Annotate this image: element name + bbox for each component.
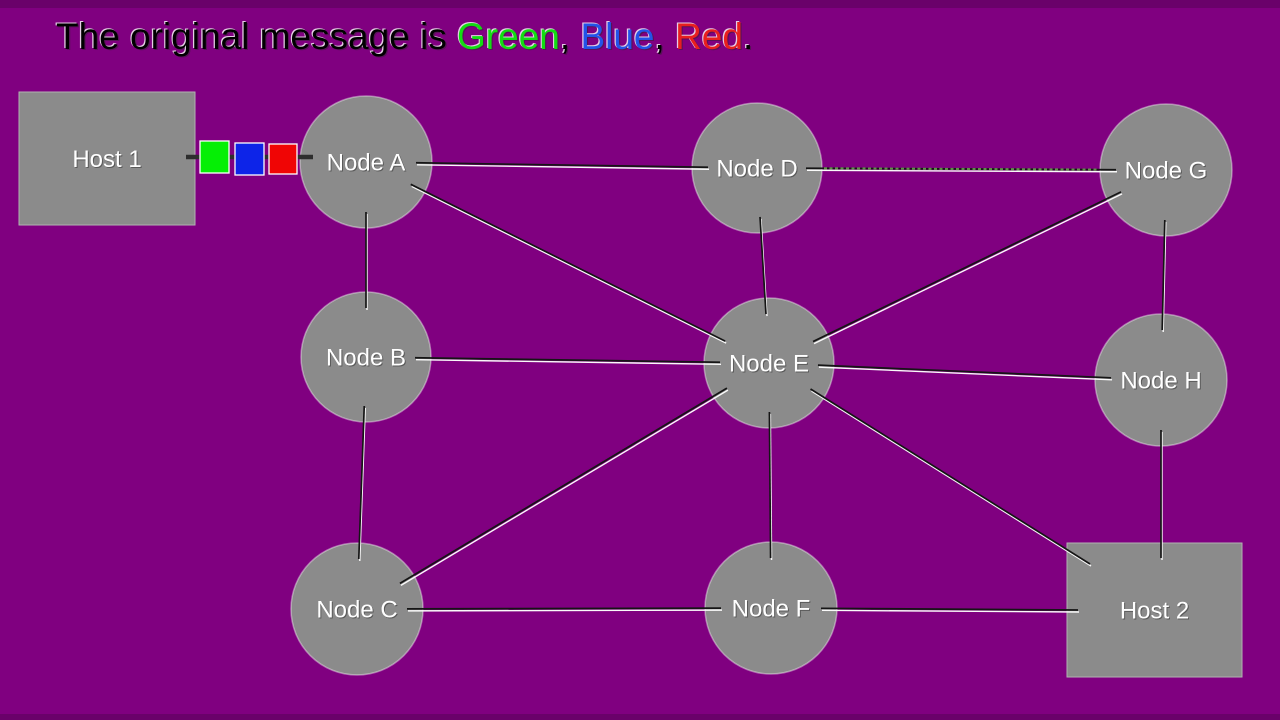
- link-b-c: [357, 405, 366, 560]
- link-c-f-highlight: [407, 609, 723, 612]
- node-a-label: Node A: [327, 150, 406, 177]
- link-d-g-highlight: [806, 169, 1118, 173]
- link-c-f: [406, 607, 722, 610]
- link-d-e-highlight: [760, 218, 768, 317]
- title-segment-1: Green: [457, 16, 560, 57]
- link-b-e: [414, 356, 721, 364]
- link-c-e-highlight: [400, 389, 729, 586]
- link-e-host2: [810, 388, 1091, 565]
- link-d-g-green-overlay: [823, 167, 1099, 171]
- link-e-g: [812, 191, 1122, 343]
- link-a-e: [410, 183, 726, 342]
- node-b-label: Node B: [326, 345, 406, 372]
- title-segment-4: ,: [654, 16, 676, 57]
- packet-blue: [234, 142, 265, 176]
- link-a-e-highlight: [411, 185, 727, 344]
- node-g-label: Node G: [1125, 158, 1208, 185]
- link-b-c-highlight: [359, 407, 366, 562]
- title-segment-2: ,: [559, 16, 581, 57]
- page-title: The original message is Green, Blue, Red…: [56, 16, 753, 58]
- link-f-host2: [820, 607, 1079, 611]
- packet-red: [268, 143, 298, 175]
- link-e-h-highlight: [818, 366, 1113, 381]
- link-e-g-highlight: [813, 193, 1123, 345]
- top-edge-band: [0, 0, 1280, 8]
- host2-box: [1066, 542, 1243, 678]
- packet-green: [199, 140, 230, 174]
- node-f-label: Node F: [732, 596, 811, 623]
- node-d-label: Node D: [716, 156, 797, 183]
- title-segment-3: Blue: [580, 16, 655, 57]
- title-segment-6: .: [742, 16, 754, 57]
- title-segment-0: The original message is: [56, 16, 458, 57]
- link-e-f: [768, 411, 772, 559]
- node-c-label: Node C: [316, 597, 397, 624]
- link-c-e: [399, 387, 728, 585]
- link-f-host2-highlight: [821, 609, 1080, 613]
- link-e-f-highlight: [769, 413, 773, 561]
- link-d-e: [759, 216, 767, 315]
- link-g-h-highlight: [1162, 221, 1167, 333]
- host2-label: Host 2: [1120, 598, 1189, 625]
- link-e-host2-highlight: [811, 390, 1092, 567]
- link-a-d-highlight: [416, 164, 710, 170]
- link-b-e-highlight: [415, 359, 722, 365]
- node-e-label: Node E: [729, 351, 809, 378]
- link-g-h: [1161, 219, 1166, 331]
- title-segment-5: Red: [675, 16, 743, 57]
- link-a-d: [415, 161, 709, 169]
- node-h-label: Node H: [1120, 368, 1201, 395]
- host1-box: [18, 91, 196, 226]
- link-e-h: [817, 364, 1112, 379]
- host1-label: Host 1: [72, 146, 141, 173]
- bottom-edge-band: [0, 714, 1280, 720]
